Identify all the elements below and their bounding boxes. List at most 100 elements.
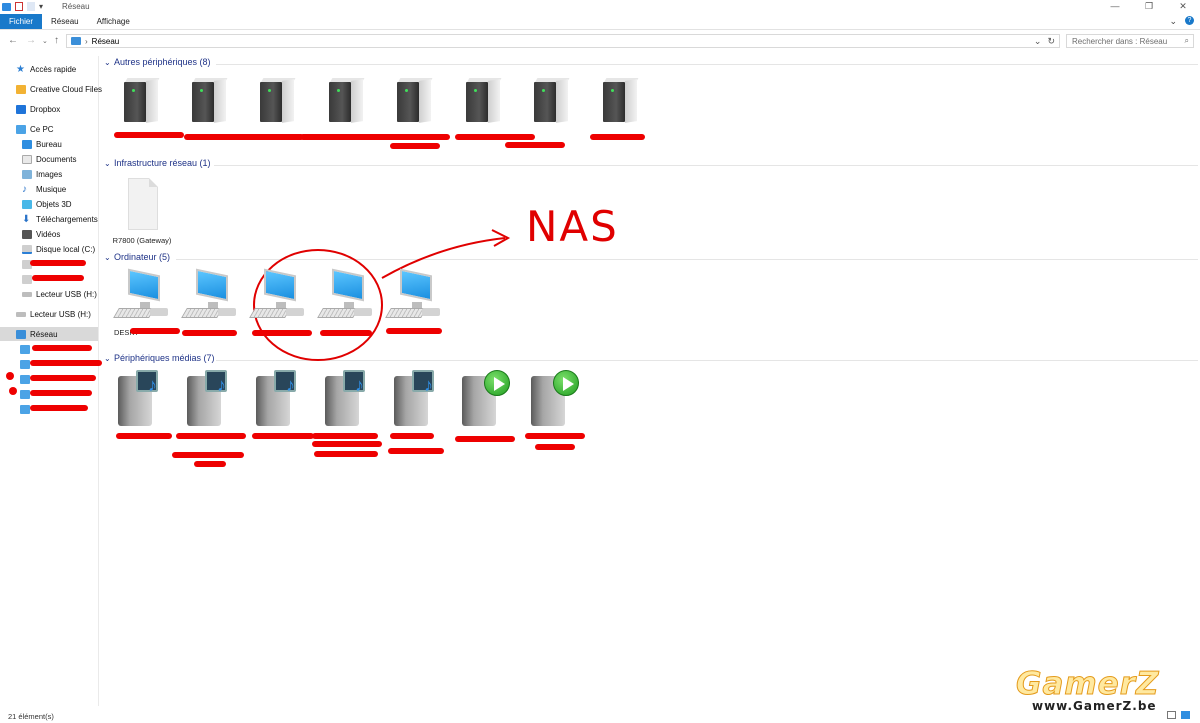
nav-item-this-pc[interactable]: Ce PC [16, 122, 54, 136]
media-device-item[interactable] [452, 370, 512, 432]
nav-item-pictures[interactable]: Images [22, 167, 62, 181]
network-device-item[interactable]: R7800 (Gateway) [112, 178, 172, 248]
breadcrumb-network[interactable]: Réseau [91, 36, 120, 46]
group-header-other-devices[interactable]: ⌄Autres périphériques (8) [104, 57, 1198, 70]
music-note-icon: ♪ [148, 375, 157, 395]
film-strip-icon [343, 370, 365, 392]
computer-icon [20, 359, 30, 369]
nav-item-network-device[interactable] [20, 372, 30, 386]
nav-item-music[interactable]: ♪Musique [22, 182, 66, 196]
media-device-item[interactable]: ♪ [384, 370, 444, 432]
window-controls: — ❐ ✕ [1098, 0, 1200, 14]
nav-item-local-disk[interactable]: Disque local (C:) [22, 242, 95, 256]
refresh-icon[interactable]: ↻ [1047, 35, 1055, 46]
network-device-item[interactable] [244, 78, 304, 138]
computer-mon [264, 268, 296, 302]
nav-item-usb-drive[interactable]: Lecteur USB (H:) [16, 307, 91, 321]
computer-mon [400, 268, 432, 302]
group-label: Infrastructure réseau (1) [114, 158, 211, 168]
network-device-item[interactable] [108, 78, 168, 138]
nav-item-network-device[interactable] [20, 342, 30, 356]
dropbox-icon [16, 104, 26, 114]
server-icon [528, 78, 570, 124]
nav-label: Documents [36, 154, 77, 164]
media-server-icon: ♪ [118, 370, 164, 426]
address-bar[interactable]: › Réseau ⌄ ↻ [66, 34, 1060, 48]
collapse-chevron-icon[interactable]: ⌄ [104, 58, 111, 67]
expand-ribbon-icon[interactable]: ⌄ [1169, 16, 1177, 26]
item-label: DESKT [114, 328, 140, 337]
computer-item[interactable] [180, 268, 240, 342]
computer-icon [20, 344, 30, 354]
details-view-icon[interactable] [1167, 711, 1176, 719]
network-device-item[interactable] [313, 78, 373, 138]
redaction-scribble [194, 461, 226, 467]
search-icon[interactable]: ⌕ [1184, 36, 1189, 45]
tab-fichier[interactable]: Fichier [0, 14, 43, 29]
tab-affichage[interactable]: Affichage [96, 17, 130, 26]
nav-item-network-device[interactable] [20, 387, 30, 401]
network-device-item[interactable] [518, 78, 578, 138]
media-device-item[interactable]: ♪ [246, 370, 306, 432]
nav-item-videos[interactable]: Vidéos [22, 227, 60, 241]
network-device-item[interactable] [176, 78, 236, 138]
search-box[interactable]: Rechercher dans : Réseau ⌕ [1066, 34, 1194, 48]
network-device-item[interactable] [381, 78, 441, 138]
redaction-scribble [455, 436, 515, 442]
nav-item-network-device[interactable] [20, 357, 30, 371]
up-icon[interactable]: ↑ [54, 35, 59, 46]
nav-item-downloads[interactable]: ⬇Téléchargements [22, 212, 98, 226]
computer-item[interactable] [384, 268, 444, 342]
address-dropdown-icon[interactable]: ⌄ [1033, 35, 1042, 46]
nav-item-drive-redacted[interactable] [22, 272, 32, 286]
nav-item-network-device[interactable] [20, 402, 30, 416]
media-device-item[interactable]: ♪ [315, 370, 375, 432]
media-device-item[interactable] [521, 370, 581, 432]
recent-locations-icon[interactable]: ⌄ [42, 38, 48, 45]
explorer-icon[interactable] [2, 2, 11, 11]
collapse-chevron-icon[interactable]: ⌄ [104, 354, 111, 363]
nav-label: Réseau [30, 329, 58, 339]
nav-item-usb-drive[interactable]: Lecteur USB (H:) [22, 287, 97, 301]
group-header-media-devices[interactable]: ⌄Périphériques médias (7) [104, 353, 1198, 366]
tab-reseau[interactable]: Réseau [51, 17, 79, 26]
nav-item-drive-redacted[interactable] [22, 257, 32, 271]
redaction-scribble [30, 390, 92, 396]
group-header-network-infrastructure[interactable]: ⌄Infrastructure réseau (1) [104, 158, 1198, 171]
close-icon[interactable]: ✕ [1179, 1, 1187, 11]
group-header-computers[interactable]: ⌄Ordinateur (5) [104, 252, 1198, 265]
group-divider [214, 165, 1198, 166]
nav-item-3d-objects[interactable]: Objets 3D [22, 197, 72, 211]
server-side [419, 79, 431, 123]
nav-item-quick-access[interactable]: ★Accès rapide [16, 62, 76, 76]
nav-item-dropbox[interactable]: Dropbox [16, 102, 60, 116]
nav-item-documents[interactable]: Documents [22, 152, 76, 166]
computer-base [422, 308, 440, 316]
customize-toolbar-icon[interactable]: ▾ [39, 2, 44, 11]
properties-icon[interactable] [15, 2, 23, 11]
maximize-icon[interactable]: ❐ [1144, 1, 1154, 11]
nav-item-creative-cloud[interactable]: Creative Cloud Files [16, 82, 102, 96]
computer-item[interactable] [316, 268, 376, 342]
computer-item[interactable] [248, 268, 308, 342]
collapse-chevron-icon[interactable]: ⌄ [104, 253, 111, 262]
redaction-scribble [130, 328, 180, 334]
media-device-item[interactable]: ♪ [177, 370, 237, 432]
new-folder-icon[interactable] [27, 2, 35, 11]
redaction-scribble [386, 328, 442, 334]
minimize-icon[interactable]: — [1110, 1, 1120, 11]
media-device-item[interactable]: ♪ [108, 370, 168, 432]
network-device-item[interactable] [450, 78, 510, 138]
large-icons-view-icon[interactable] [1181, 711, 1190, 719]
search-input[interactable]: Rechercher dans : Réseau [1072, 36, 1168, 46]
network-device-item[interactable] [587, 78, 647, 138]
help-icon[interactable]: ? [1185, 16, 1194, 25]
computer-stand [344, 302, 354, 308]
computer-base [150, 308, 168, 316]
forward-icon[interactable]: → [26, 35, 36, 46]
nav-item-desktop[interactable]: Bureau [22, 137, 62, 151]
computer-item[interactable]: DESKT [112, 268, 172, 342]
collapse-chevron-icon[interactable]: ⌄ [104, 159, 111, 168]
nav-item-network[interactable]: Réseau [0, 327, 98, 341]
back-icon[interactable]: ← [8, 35, 18, 46]
